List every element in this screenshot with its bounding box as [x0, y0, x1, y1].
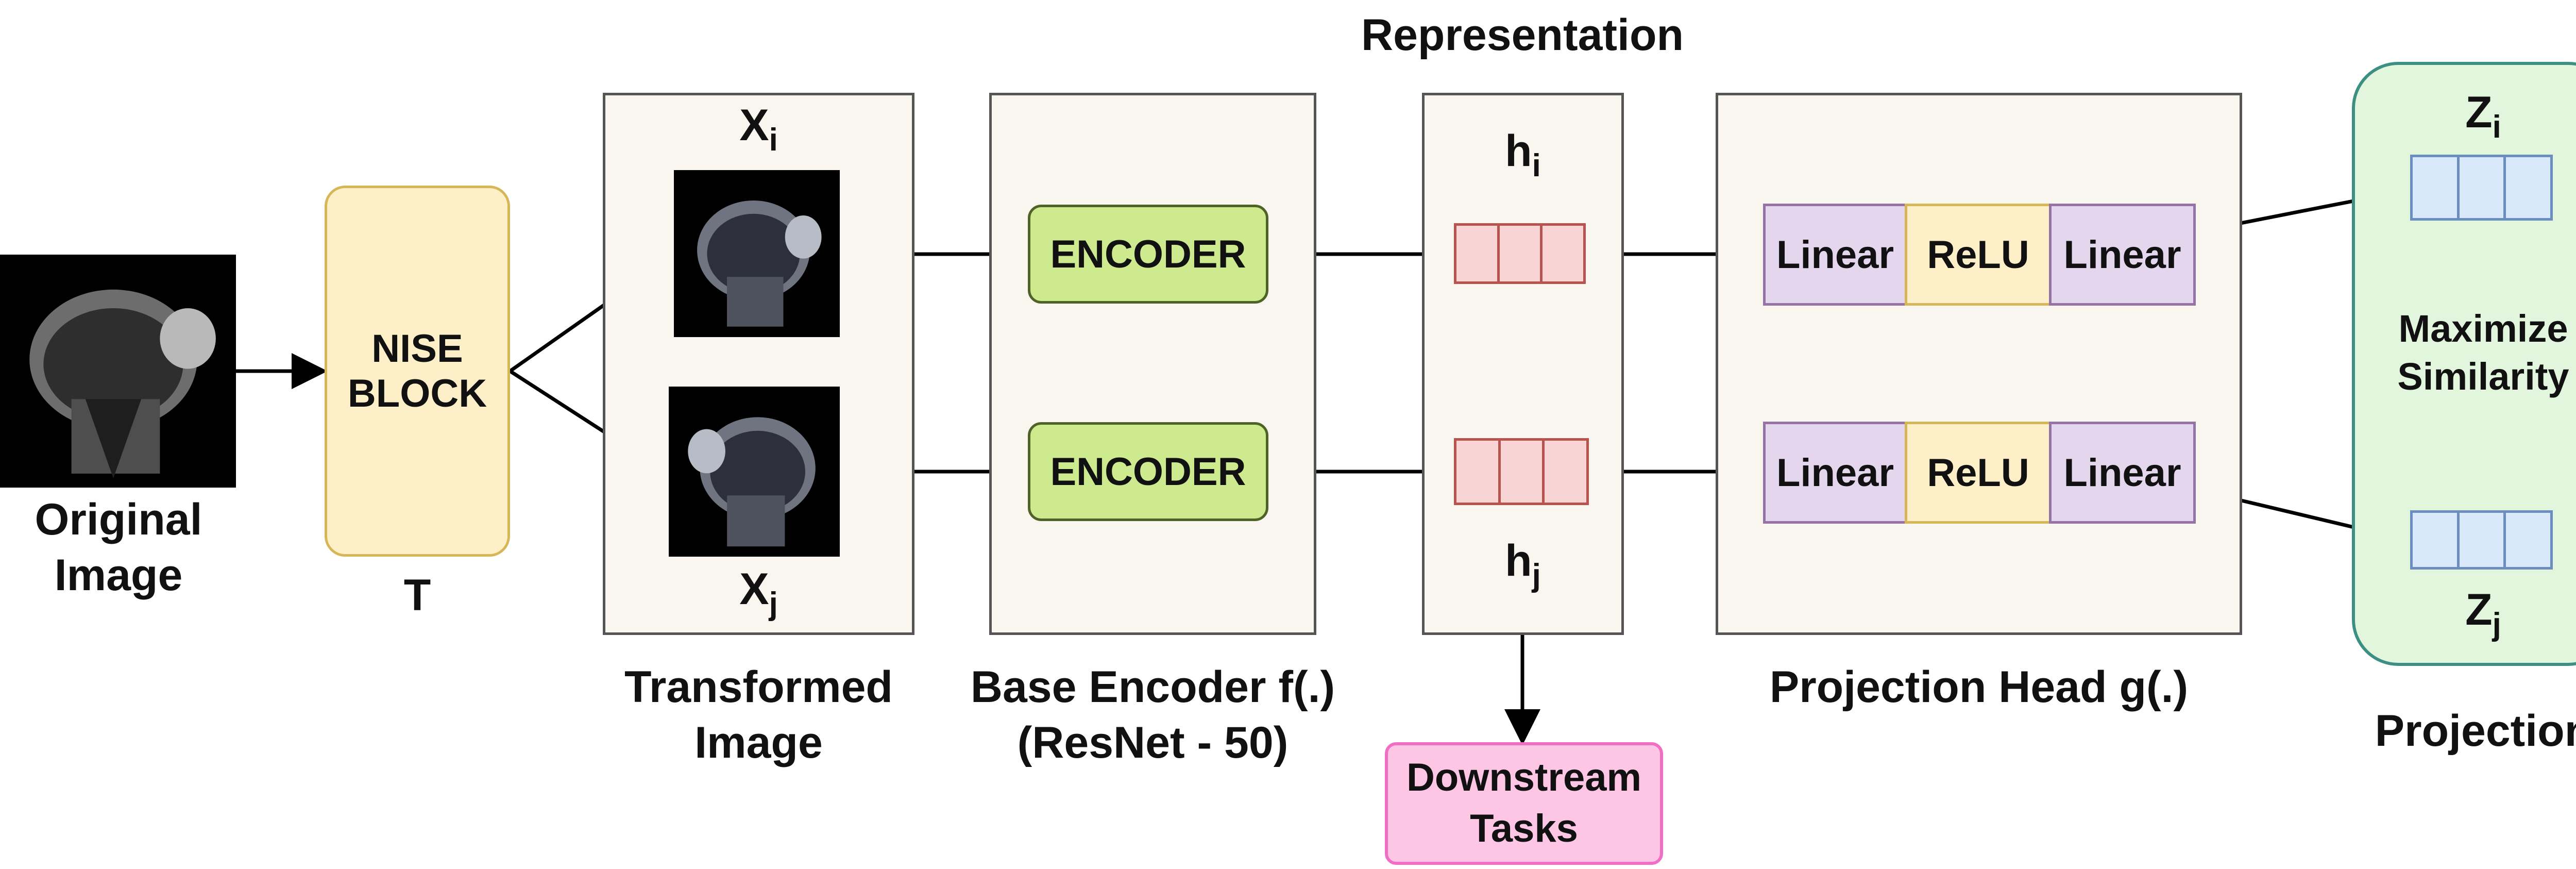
xi-label: Xi: [739, 101, 778, 158]
representation-panel: [1422, 93, 1624, 635]
transformed-mri-xj: [669, 387, 840, 557]
representation-title: Representation: [1361, 10, 1684, 60]
projection-head-caption: Projection Head g(.): [1769, 662, 2189, 712]
base-encoder-panel: [989, 93, 1316, 635]
encoder-box-bottom: ENCODER: [1028, 422, 1268, 521]
transform-symbol: T: [403, 571, 431, 620]
transformed-image-caption: Transformed Image: [624, 662, 893, 767]
zj-vector: [2410, 510, 2553, 570]
maximize-similarity-label: Maximize Similarity: [2397, 307, 2569, 398]
zj-label: Zj: [2465, 585, 2501, 642]
relu-box-top: ReLU: [1905, 204, 2052, 306]
linear-box-top-2: Linear: [2049, 204, 2196, 306]
hj-vector: [1454, 438, 1589, 505]
downstream-tasks-box: Downstream Tasks: [1385, 742, 1663, 865]
hi-label: hi: [1505, 126, 1541, 183]
linear-box-top-1: Linear: [1763, 204, 1907, 306]
xj-label: Xj: [739, 564, 778, 622]
projection-caption: Projection: [2375, 706, 2576, 756]
linear-box-bottom-2: Linear: [2049, 422, 2196, 524]
zi-label: Zi: [2465, 88, 2501, 145]
projection-head-panel: [1716, 93, 2242, 635]
hi-vector: [1454, 223, 1586, 284]
original-image-label: Original Image: [35, 495, 202, 600]
relu-box-bottom: ReLU: [1905, 422, 2052, 524]
linear-box-bottom-1: Linear: [1763, 422, 1907, 524]
zi-vector: [2410, 155, 2553, 221]
transformed-mri-xi: [674, 170, 840, 337]
base-encoder-caption: Base Encoder f(.) (ResNet - 50): [970, 662, 1335, 767]
original-mri-image: [0, 255, 236, 488]
hj-label: hj: [1505, 536, 1541, 593]
encoder-box-top: ENCODER: [1028, 205, 1268, 304]
nise-block: NISE BLOCK: [325, 186, 510, 557]
